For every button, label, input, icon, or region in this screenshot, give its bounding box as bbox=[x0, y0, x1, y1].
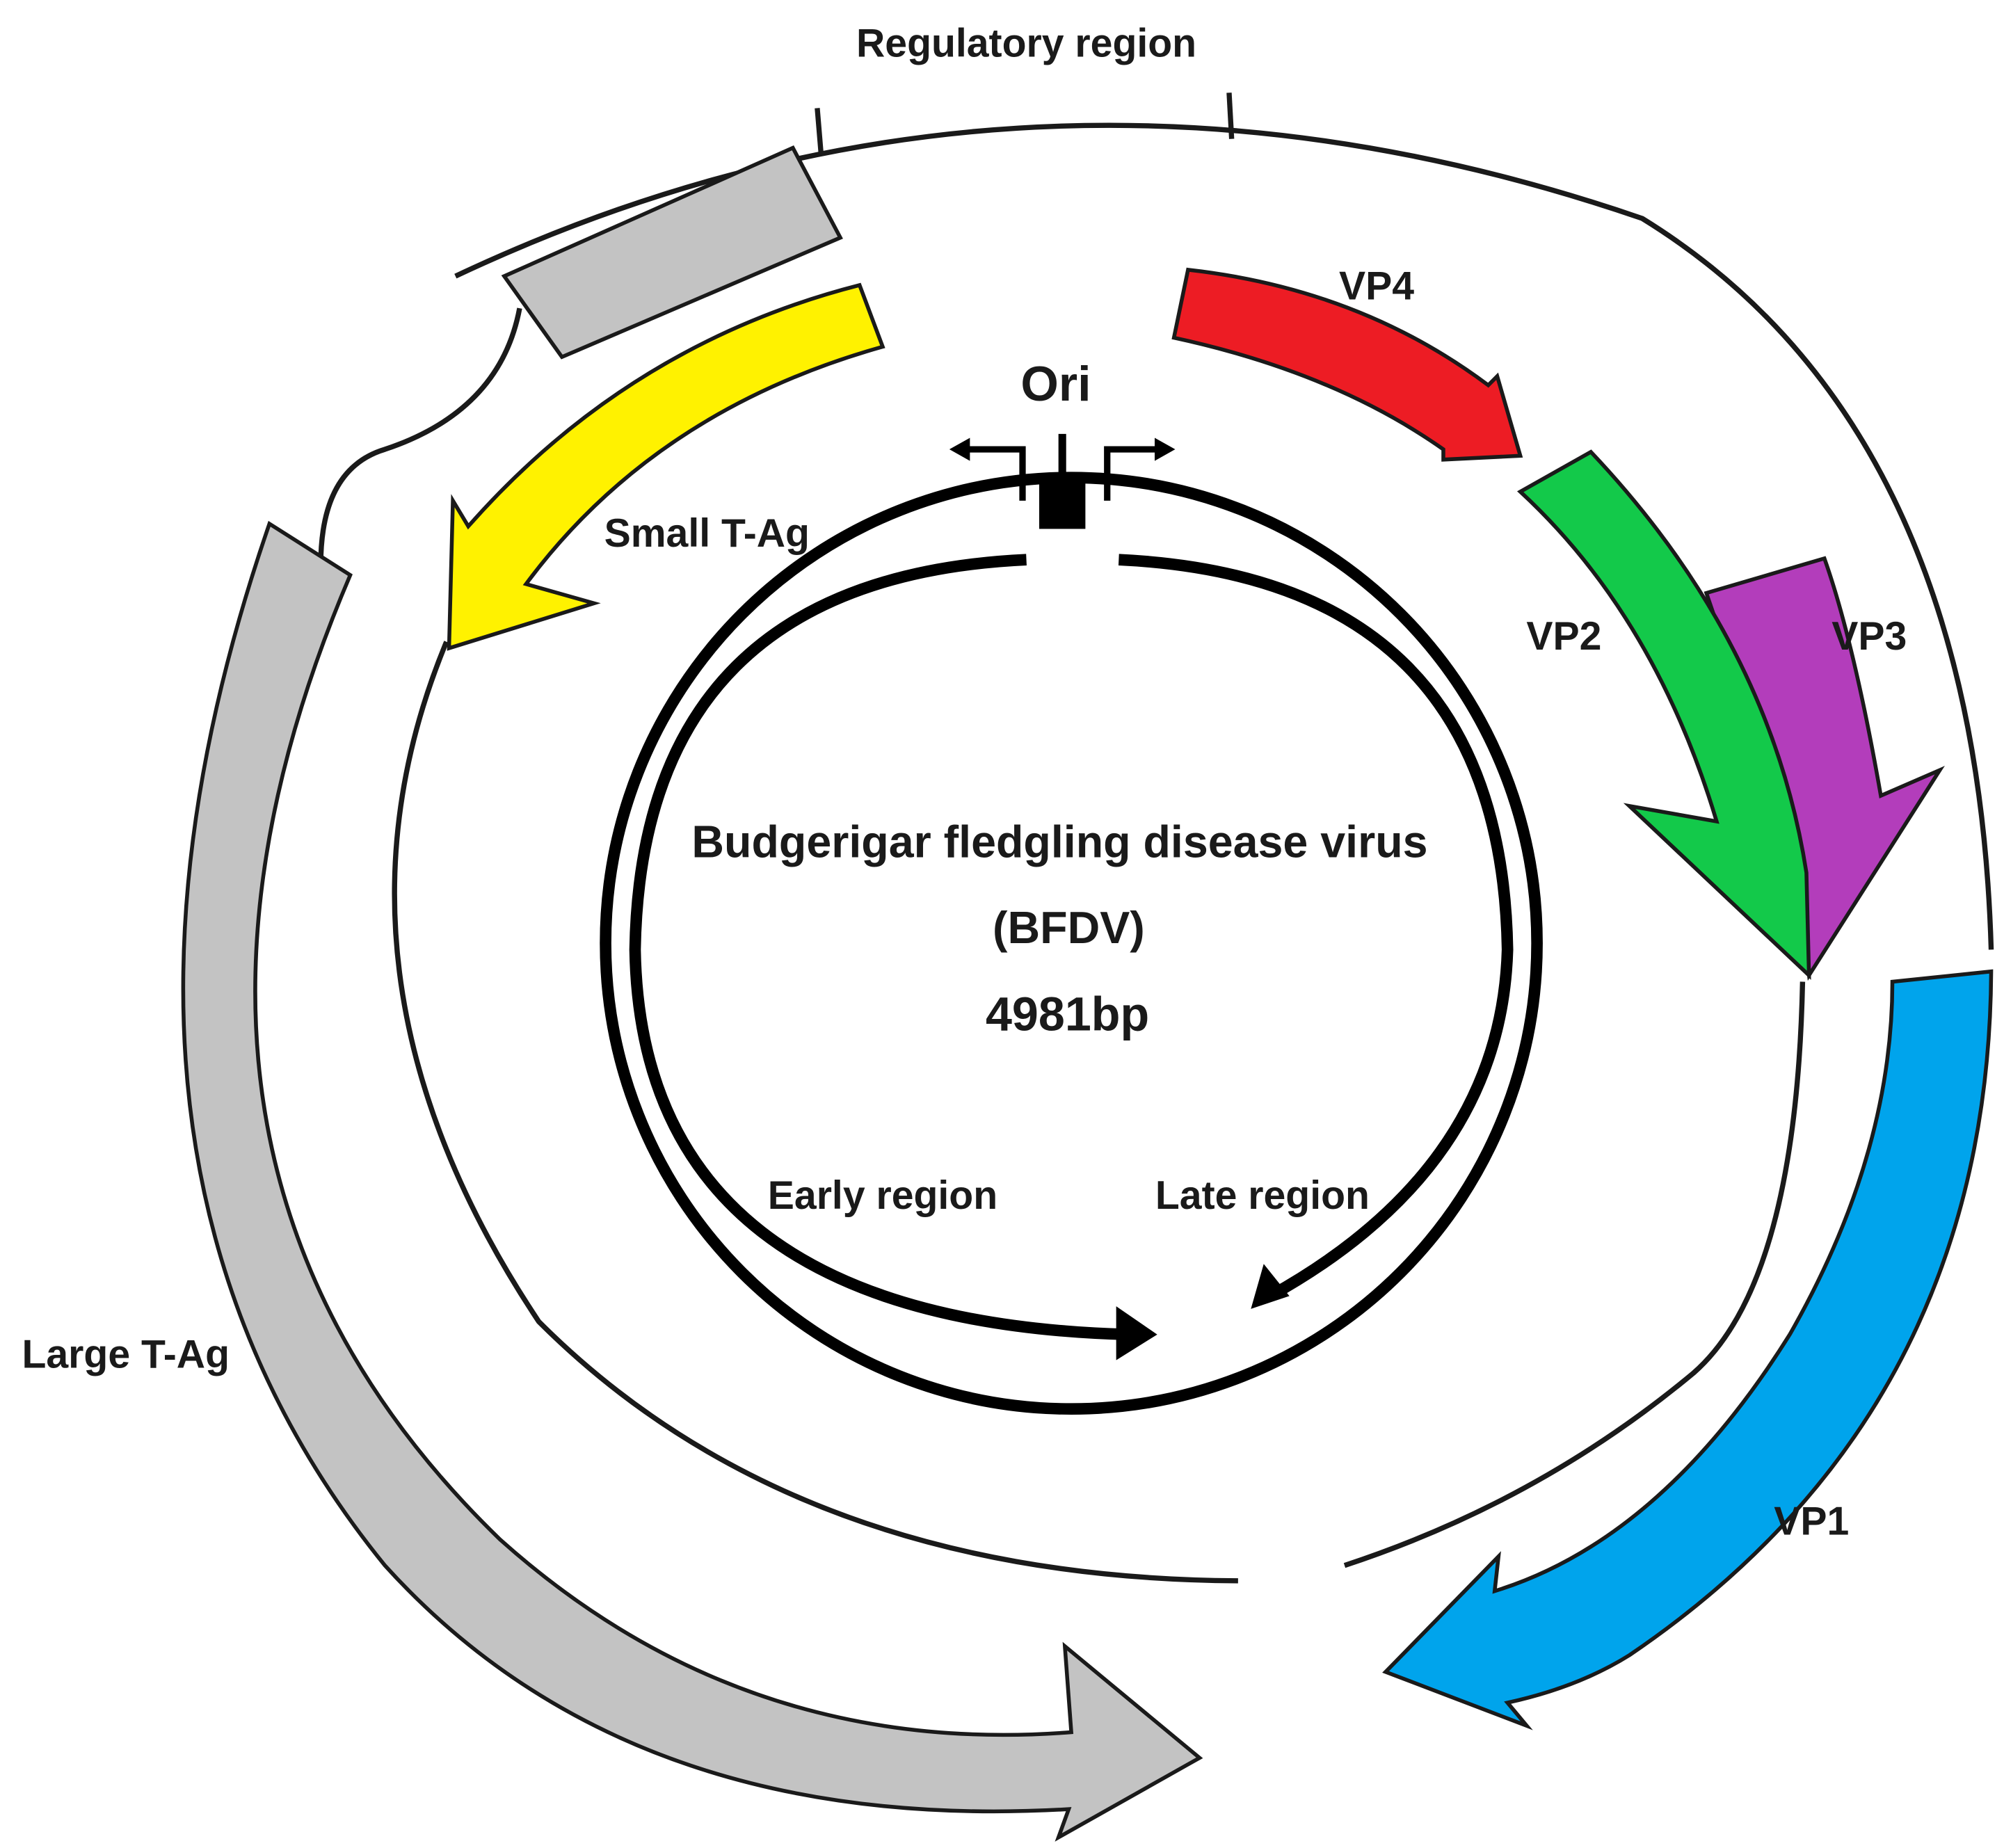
early-region-arc bbox=[629, 554, 1130, 1341]
ori-right-promoter bbox=[1104, 446, 1159, 501]
label-vp2: VP2 bbox=[1526, 614, 1601, 659]
early-region-arrowhead bbox=[1116, 1306, 1157, 1360]
label-small-t-ag: Small T-Ag bbox=[604, 511, 810, 556]
label-vp1: VP1 bbox=[1774, 1499, 1849, 1543]
late-region-arrowhead bbox=[1251, 1264, 1290, 1309]
right-inner-arc bbox=[1343, 981, 1806, 1568]
small-t-ag-exon bbox=[501, 145, 843, 360]
label-early-region: Early region bbox=[768, 1173, 997, 1218]
genome-title-line1: Budgerigar fledgling disease virus bbox=[691, 817, 1427, 867]
label-late-region: Late region bbox=[1155, 1173, 1370, 1218]
connector-squiggle bbox=[318, 307, 522, 565]
label-ori: Ori bbox=[1020, 357, 1091, 411]
vp4-arrow bbox=[1171, 267, 1523, 462]
left-inner-arc bbox=[392, 641, 1238, 1584]
label-vp4: VP4 bbox=[1339, 264, 1414, 308]
ori-box bbox=[1039, 477, 1086, 529]
ori-left-arrowhead bbox=[949, 437, 970, 461]
ori-right-arrowhead bbox=[1154, 437, 1176, 461]
label-regulatory-region: Regulatory region bbox=[856, 22, 1196, 66]
label-vp3: VP3 bbox=[1831, 614, 1907, 659]
ori-left-promoter bbox=[965, 446, 1026, 501]
regulatory-tick-right bbox=[1226, 93, 1235, 139]
genome-size: 4981bp bbox=[986, 988, 1149, 1041]
small-t-ag-arrow bbox=[447, 282, 885, 651]
late-region-arc bbox=[1118, 554, 1514, 1301]
genome-title-line2: (BFDV) bbox=[993, 903, 1145, 953]
vp1-arrow bbox=[1382, 969, 1994, 1730]
regulatory-tick-left bbox=[815, 108, 824, 155]
label-large-t-ag: Large T-Ag bbox=[22, 1333, 230, 1377]
large-t-ag-arrow bbox=[181, 520, 1203, 1842]
vp2-arrow bbox=[1516, 449, 1811, 980]
